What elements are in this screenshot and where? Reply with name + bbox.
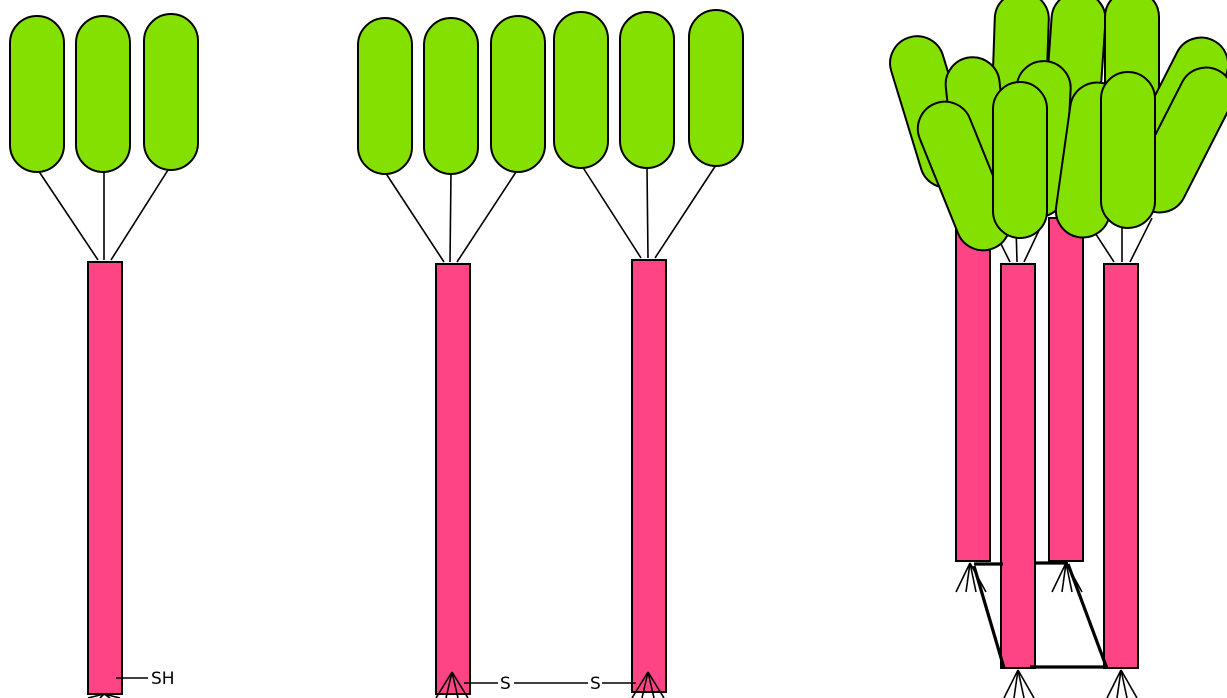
globular-head [993,82,1047,238]
globular-head [491,16,545,172]
collagen-shaft [1049,218,1083,561]
head-stalks [38,170,168,260]
crosslink-bonds [974,563,1108,668]
tetramer-panel [883,0,1227,698]
globular-head [689,10,743,166]
globular-head [1101,72,1155,228]
globular-head [76,16,130,172]
terminal-end [1107,670,1137,698]
sulfur-label-left: S [500,674,511,694]
globular-head [10,16,64,172]
globular-head [620,12,674,168]
collagen-shaft [1104,264,1138,668]
globular-head [424,18,478,174]
dimer-panel: S S [358,10,743,698]
globular-head [358,18,412,174]
collagen-shaft [632,260,666,692]
monomer-panel: SH [10,14,198,698]
collagen-shaft [1001,264,1035,668]
globular-head [144,14,198,170]
globular-head [554,12,608,168]
head-stalks [385,165,716,262]
terminal-end [1004,670,1034,698]
collagen-shaft [88,262,122,694]
sulfur-label-right: S [590,674,601,694]
collagen-shaft [956,218,990,561]
thiol-label: SH [151,669,175,689]
collagen-shaft [436,264,470,694]
